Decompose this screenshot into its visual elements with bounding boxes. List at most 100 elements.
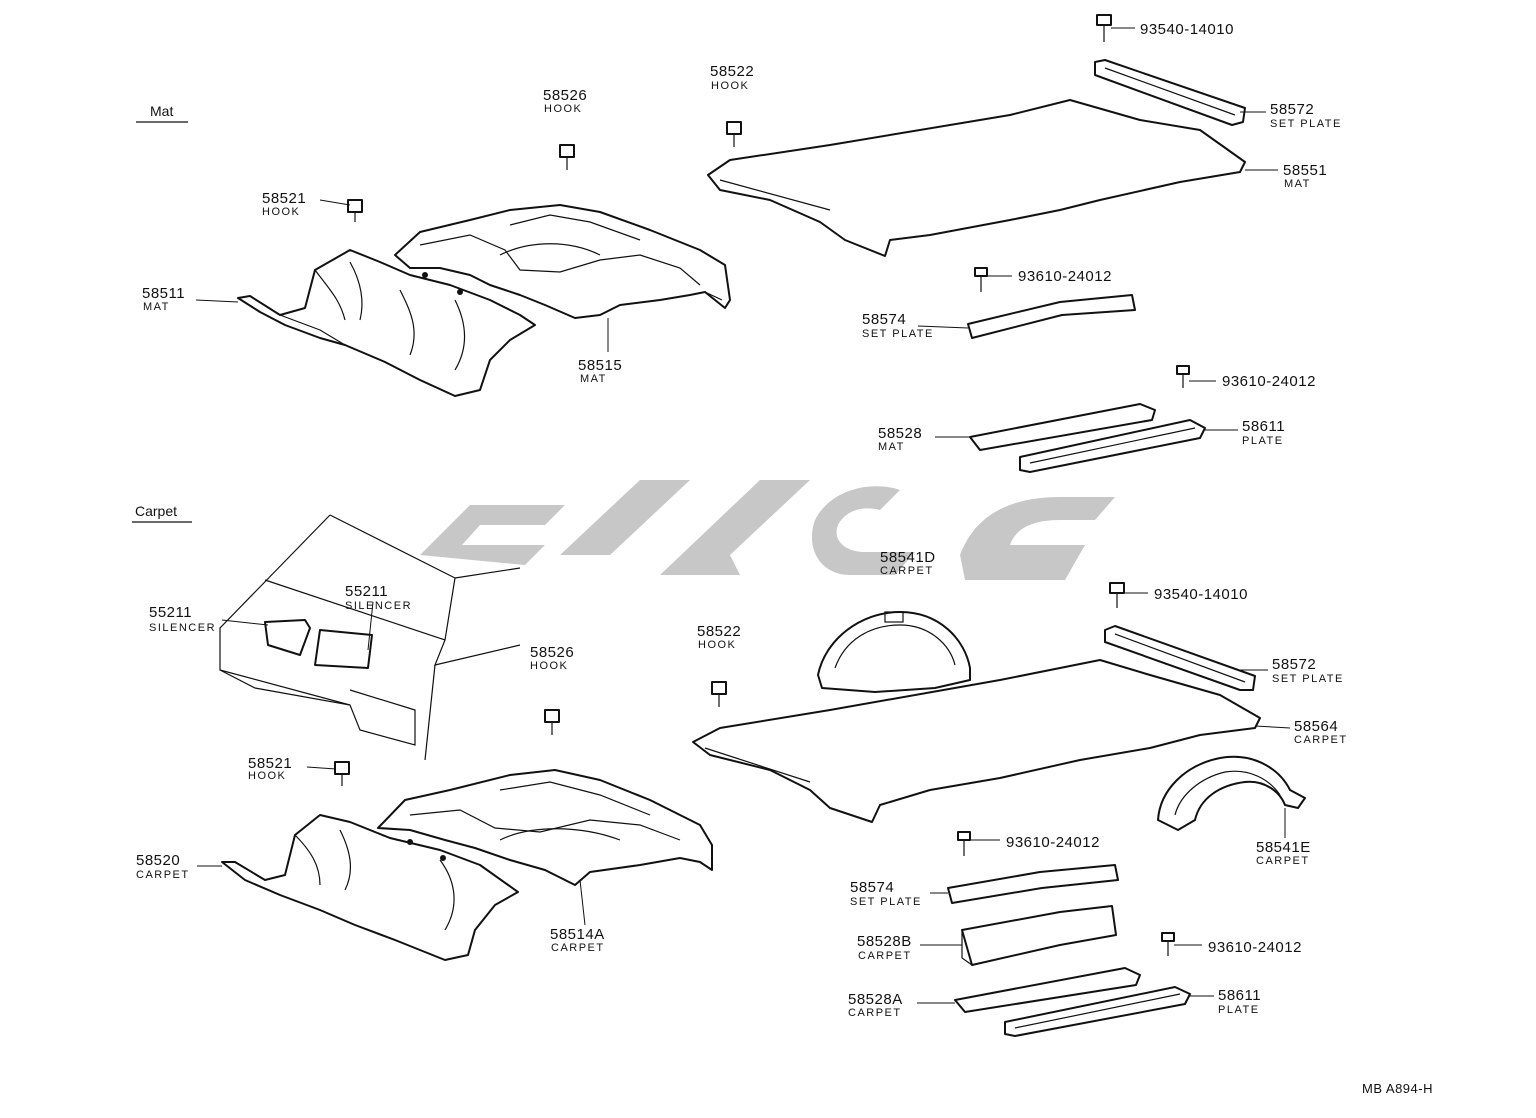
plate-58611-top-drawing xyxy=(1019,419,1206,473)
svg-text:58511: 58511 xyxy=(142,285,185,302)
watermark-logo xyxy=(420,480,1115,580)
svg-text:58526: 58526 xyxy=(530,644,574,661)
callout-58528B: 58528B CARPET xyxy=(857,933,912,962)
callout-93610-24012-a: 93610-24012 xyxy=(1018,268,1112,285)
set-plate-58574-top-drawing xyxy=(967,294,1136,339)
hook-58522-top-drawing xyxy=(726,121,742,147)
screw-93610-c-drawing xyxy=(957,831,971,856)
callout-93610-24012-b: 93610-24012 xyxy=(1222,373,1316,390)
svg-text:58528B: 58528B xyxy=(857,933,912,950)
rear-mat-58551-drawing xyxy=(707,99,1246,257)
svg-text:SET PLATE: SET PLATE xyxy=(850,896,922,908)
callout-58526-bottom: 58526 HOOK xyxy=(530,644,574,672)
callout-93610-24012-c: 93610-24012 xyxy=(1006,834,1099,851)
svg-text:58514A: 58514A xyxy=(550,926,605,943)
svg-text:SILENCER: SILENCER xyxy=(149,622,216,634)
svg-text:SET PLATE: SET PLATE xyxy=(1270,118,1342,130)
callout-58564: 58564 CARPET xyxy=(1294,718,1346,746)
svg-text:93540-14010: 93540-14010 xyxy=(1140,21,1234,38)
hook-58526-top-drawing xyxy=(559,144,575,170)
hook-58521-top-drawing xyxy=(347,199,363,222)
callout-58522-bottom: 58522 HOOK xyxy=(697,623,741,651)
svg-text:HOOK: HOOK xyxy=(248,770,286,782)
svg-text:HOOK: HOOK xyxy=(544,103,582,115)
callout-58541D: 58541D CARPET xyxy=(880,549,936,577)
callout-58551: 58551 MAT xyxy=(1283,162,1327,190)
callout-93610-24012-d: 93610-24012 xyxy=(1208,939,1301,956)
svg-text:MAT: MAT xyxy=(878,441,905,453)
svg-text:SET PLATE: SET PLATE xyxy=(862,328,934,340)
callout-55211-left: 55211 SILENCER xyxy=(149,604,216,634)
svg-text:58521: 58521 xyxy=(262,190,306,207)
svg-text:58528: 58528 xyxy=(878,425,922,442)
callout-58528: 58528 MAT xyxy=(878,425,922,453)
svg-text:58522: 58522 xyxy=(697,623,741,640)
svg-text:58574: 58574 xyxy=(862,311,906,328)
callout-58572-bottom: 58572 SET PLATE xyxy=(1272,656,1344,685)
screw-93610-d-drawing xyxy=(1161,932,1175,956)
callout-58611-top: 58611 PLATE xyxy=(1242,418,1285,447)
set-plate-58572-bottom-drawing xyxy=(1104,625,1256,691)
svg-text:PLATE: PLATE xyxy=(1218,1004,1260,1016)
diagram-code: MB A894-H xyxy=(1362,1081,1433,1096)
callout-58515: 58515 MAT xyxy=(578,357,622,385)
svg-text:58572: 58572 xyxy=(1272,656,1316,673)
callout-58572-top: 58572 SET PLATE xyxy=(1270,101,1342,130)
svg-text:MAT: MAT xyxy=(1284,178,1311,190)
set-plate-58574-bottom-drawing xyxy=(947,864,1119,904)
callout-58511: 58511 MAT xyxy=(142,285,185,313)
carpet-58528B-drawing xyxy=(961,905,1117,966)
rear-carpet-58564-drawing xyxy=(692,659,1261,823)
svg-text:CARPET: CARPET xyxy=(1256,855,1310,867)
svg-text:93610-24012: 93610-24012 xyxy=(1018,268,1112,285)
screw-93540-bottom-drawing xyxy=(1109,582,1125,608)
wheel-house-58541E-drawing xyxy=(1157,755,1306,831)
callout-58574-top: 58574 SET PLATE xyxy=(862,311,934,340)
hook-58526-bottom-drawing xyxy=(544,709,560,735)
svg-text:93540-14010: 93540-14010 xyxy=(1154,586,1248,603)
svg-text:CARPET: CARPET xyxy=(551,942,605,954)
svg-text:SILENCER: SILENCER xyxy=(345,600,412,612)
svg-text:HOOK: HOOK xyxy=(530,660,568,672)
callout-58522-top: 58522 HOOK xyxy=(710,63,754,92)
svg-text:58611: 58611 xyxy=(1242,418,1285,435)
svg-text:58541D: 58541D xyxy=(880,549,936,566)
svg-text:58611: 58611 xyxy=(1218,987,1261,1004)
section-label-carpet: Carpet xyxy=(135,503,177,519)
svg-text:MAT: MAT xyxy=(580,373,607,385)
hook-58522-bottom-drawing xyxy=(711,681,727,707)
svg-text:55211: 55211 xyxy=(149,604,192,621)
svg-text:58526: 58526 xyxy=(543,87,587,104)
svg-text:58515: 58515 xyxy=(578,357,622,374)
svg-text:58564: 58564 xyxy=(1294,718,1338,735)
svg-text:58528A: 58528A xyxy=(848,991,903,1008)
svg-text:58521: 58521 xyxy=(248,755,292,772)
svg-text:HOOK: HOOK xyxy=(262,206,300,218)
screw-93610-b-drawing xyxy=(1176,365,1190,388)
svg-text:58541E: 58541E xyxy=(1256,839,1311,856)
mat-58528-drawing xyxy=(969,403,1156,451)
svg-text:58574: 58574 xyxy=(850,879,894,896)
callout-58574-bottom: 58574 SET PLATE xyxy=(850,879,922,908)
callout-58521-top: 58521 HOOK xyxy=(262,190,306,218)
callout-93540-14010-bottom: 93540-14010 xyxy=(1154,586,1248,603)
svg-text:55211: 55211 xyxy=(345,583,388,600)
svg-text:CARPET: CARPET xyxy=(858,950,912,962)
screw-93610-a-drawing xyxy=(974,267,988,292)
svg-text:PLATE: PLATE xyxy=(1242,435,1284,447)
hook-58521-bottom-drawing xyxy=(334,761,350,786)
front-mat-58511-drawing xyxy=(237,249,536,397)
svg-text:CARPET: CARPET xyxy=(136,869,190,881)
callout-58611-bottom: 58611 PLATE xyxy=(1218,987,1261,1016)
svg-text:CARPET: CARPET xyxy=(848,1007,902,1019)
callout-58520: 58520 CARPET xyxy=(136,852,190,881)
callout-58541E: 58541E CARPET xyxy=(1256,839,1311,867)
screw-93540-top-drawing xyxy=(1096,14,1112,42)
svg-text:93610-24012: 93610-24012 xyxy=(1222,373,1316,390)
carpet-58528A-drawing xyxy=(954,967,1141,1013)
svg-text:SET PLATE: SET PLATE xyxy=(1272,673,1344,685)
svg-text:CARPET: CARPET xyxy=(880,565,934,577)
callout-58514A: 58514A CARPET xyxy=(550,926,605,954)
section-label-mat: Mat xyxy=(150,103,173,119)
